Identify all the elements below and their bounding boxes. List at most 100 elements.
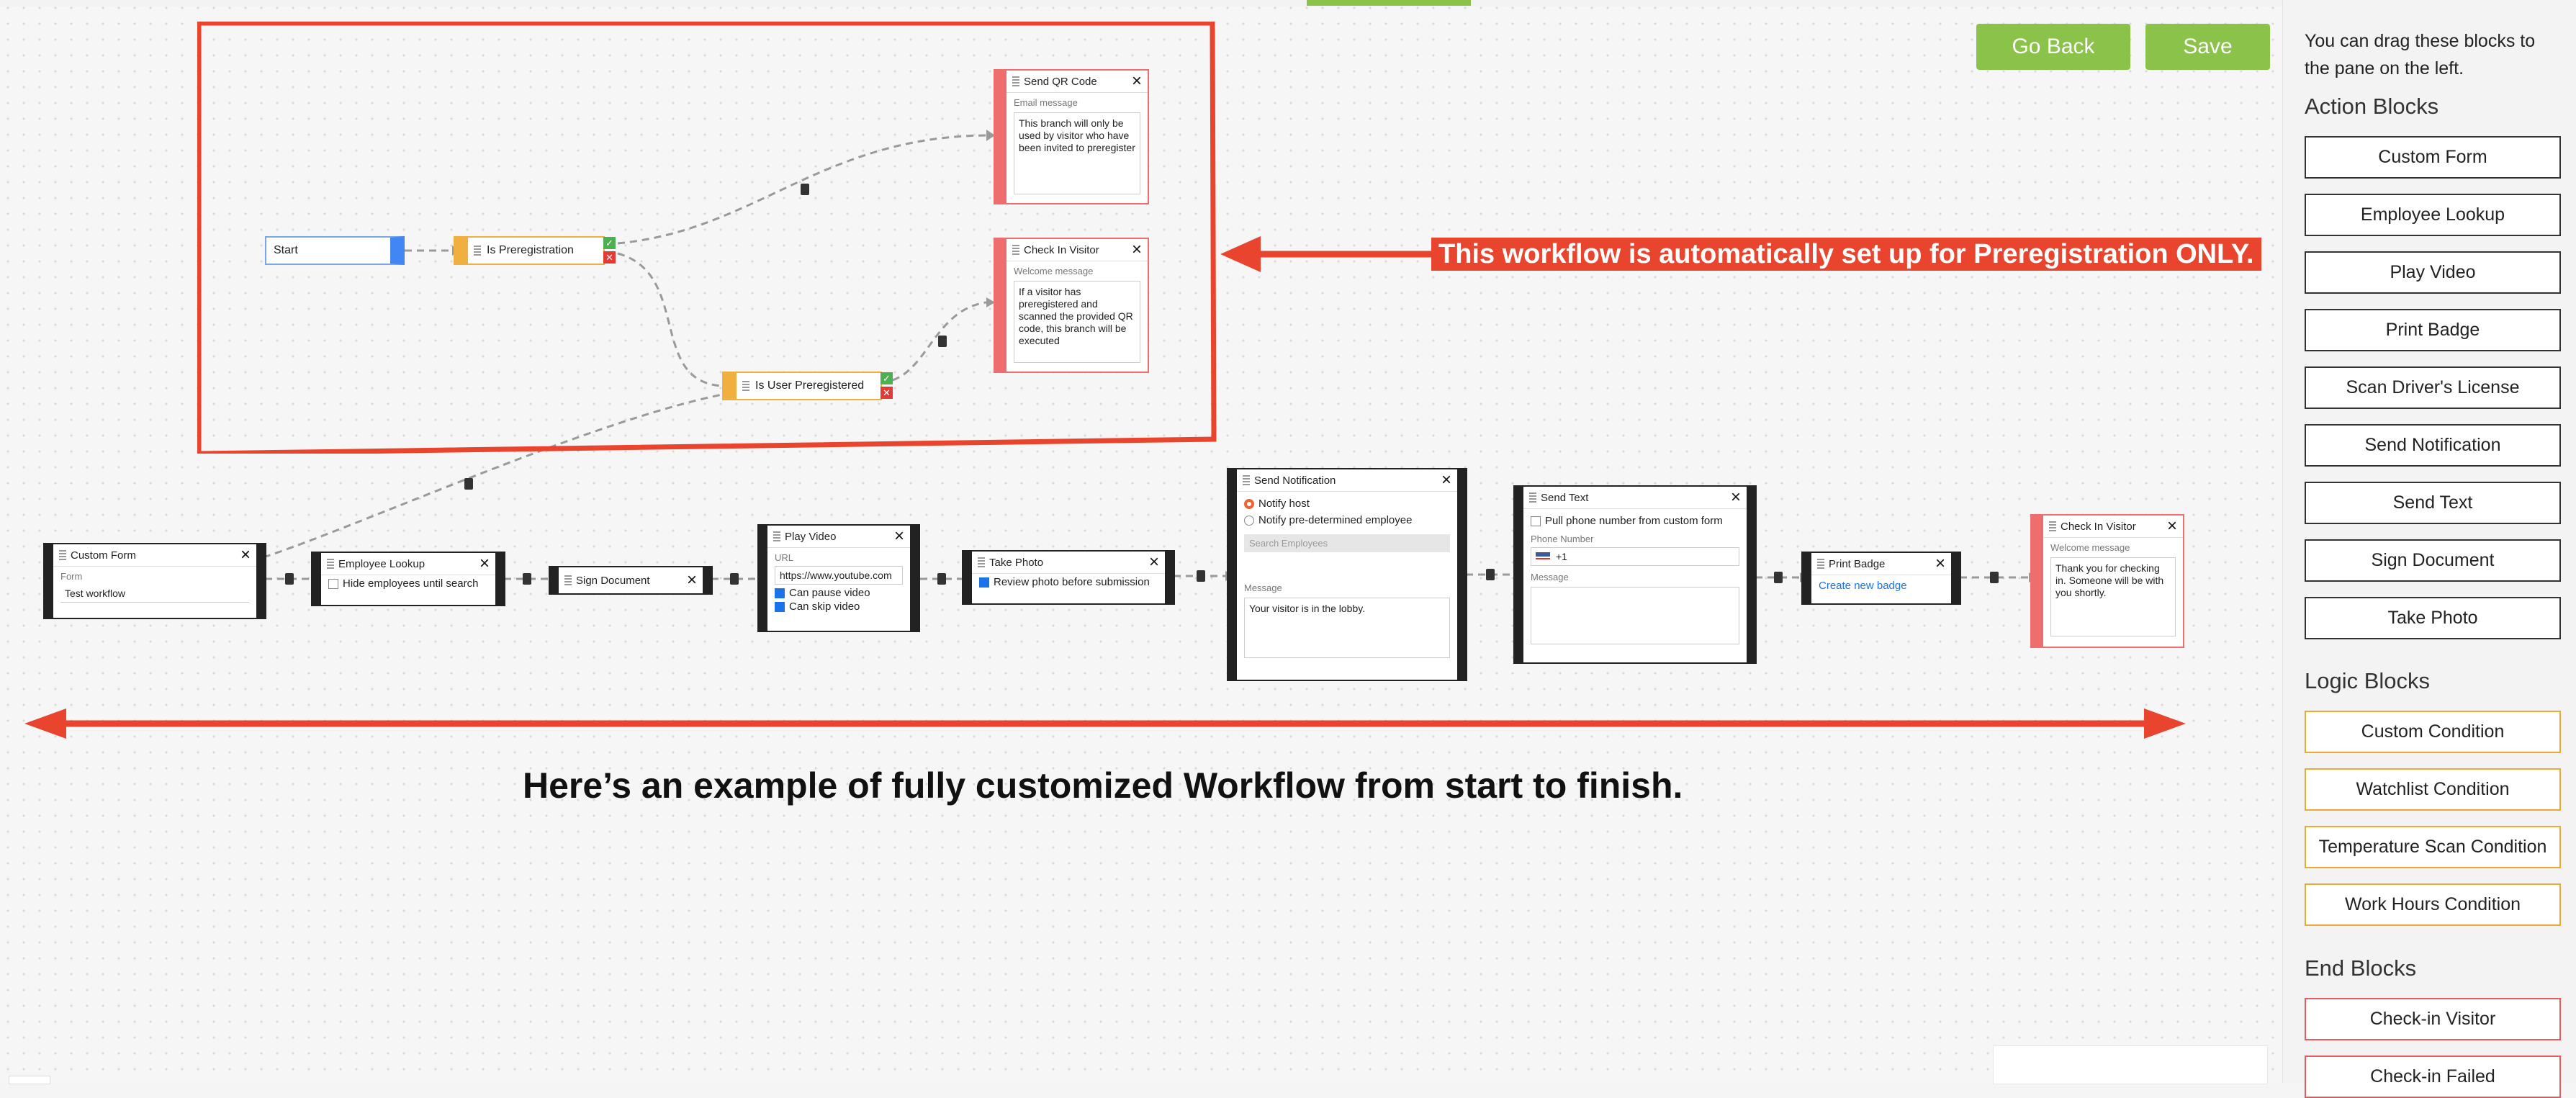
- close-icon[interactable]: ×: [893, 526, 904, 546]
- is-preregistration-node[interactable]: Is Preregistration: [454, 236, 605, 265]
- block-title: Custom Form: [71, 549, 136, 562]
- start-node[interactable]: Start: [265, 236, 405, 265]
- welcome-message-field[interactable]: If a visitor has preregistered and scann…: [1014, 281, 1140, 363]
- field-label: Welcome message: [1014, 266, 1094, 276]
- text-message-field[interactable]: [1531, 587, 1739, 644]
- action-blocks-heading: Action Blocks: [2305, 94, 2439, 119]
- field-label: Form: [60, 571, 83, 582]
- palette-play-video[interactable]: Play Video: [2305, 251, 2561, 294]
- phone-number-input[interactable]: +1: [1531, 547, 1739, 566]
- email-message-field[interactable]: This branch will only be used by visitor…: [1014, 112, 1140, 194]
- true-branch-icon[interactable]: ✓: [603, 237, 616, 249]
- save-button[interactable]: Save: [2145, 24, 2270, 70]
- search-employees-input[interactable]: Search Employees: [1244, 534, 1450, 552]
- close-icon[interactable]: ×: [240, 545, 251, 564]
- palette-custom-form[interactable]: Custom Form: [2305, 136, 2561, 179]
- drag-handle-icon[interactable]: [1243, 475, 1250, 485]
- notify-host-radio[interactable]: [1244, 498, 1254, 509]
- drag-handle-icon[interactable]: [773, 531, 780, 541]
- close-icon[interactable]: ×: [1730, 487, 1741, 507]
- field-label: Message: [1531, 572, 1569, 582]
- custom-form-block[interactable]: Custom Form × Form Test workflow: [43, 543, 266, 619]
- drag-handle-icon[interactable]: [327, 559, 334, 569]
- radio-label: Notify pre-determined employee: [1258, 514, 1413, 526]
- checkbox-label: Review photo before submission: [994, 576, 1150, 588]
- drag-handle-icon[interactable]: [1529, 492, 1536, 503]
- checkbox-label: Hide employees until search: [343, 577, 479, 590]
- block-title: Sign Document: [576, 574, 650, 587]
- canvas-top-bar: [0, 0, 2282, 6]
- close-icon[interactable]: ×: [1441, 470, 1451, 490]
- logic-blocks-heading: Logic Blocks: [2305, 668, 2431, 693]
- employee-lookup-block[interactable]: Employee Lookup× Hide employees until se…: [311, 552, 505, 606]
- drag-handle-icon[interactable]: [1817, 559, 1824, 569]
- palette-send-text[interactable]: Send Text: [2305, 482, 2561, 524]
- palette-send-notification[interactable]: Send Notification: [2305, 424, 2561, 467]
- is-preregistration-label: Is Preregistration: [487, 244, 574, 256]
- minimap[interactable]: [1993, 1045, 2268, 1084]
- video-url-input[interactable]: https://www.youtube.com: [775, 566, 903, 585]
- notification-message-field[interactable]: Your visitor is in the lobby.: [1244, 598, 1450, 658]
- field-label: Message: [1244, 582, 1282, 593]
- close-icon[interactable]: ×: [479, 554, 490, 573]
- check-in-visitor-block[interactable]: Check In Visitor× Welcome message Thank …: [2030, 514, 2184, 648]
- palette-work-hours-condition[interactable]: Work Hours Condition: [2305, 883, 2561, 926]
- is-user-preregistered-node[interactable]: Is User Preregistered: [722, 372, 882, 400]
- banner-arrow-icon: [1220, 236, 1433, 272]
- palette-custom-condition[interactable]: Custom Condition: [2305, 711, 2561, 753]
- send-notification-block[interactable]: Send Notification× Notify host Notify pr…: [1227, 468, 1467, 681]
- check-in-visitor-block[interactable]: Check In Visitor × Welcome message If a v…: [994, 238, 1149, 373]
- create-badge-link[interactable]: Create new badge: [1819, 580, 1907, 592]
- phone-code: +1: [1556, 551, 1567, 562]
- workflow-caption: Here’s an example of fully customized Wo…: [523, 765, 1683, 806]
- palette-sign-document[interactable]: Sign Document: [2305, 539, 2561, 582]
- palette-help-text: You can drag these blocks to the pane on…: [2305, 31, 2536, 78]
- drag-handle-icon[interactable]: [978, 557, 985, 567]
- palette-employee-lookup[interactable]: Employee Lookup: [2305, 194, 2561, 236]
- palette-print-badge[interactable]: Print Badge: [2305, 309, 2561, 351]
- block-title: Check In Visitor: [1024, 243, 1099, 256]
- false-branch-icon[interactable]: ✕: [881, 387, 893, 399]
- canvas-control[interactable]: [9, 1076, 50, 1084]
- send-text-block[interactable]: Send Text× Pull phone number from custom…: [1513, 485, 1757, 664]
- review-photo-checkbox[interactable]: [979, 577, 989, 588]
- can-pause-checkbox[interactable]: [775, 588, 785, 598]
- close-icon[interactable]: ×: [2166, 516, 2177, 536]
- go-back-button[interactable]: Go Back: [1976, 24, 2130, 70]
- print-badge-block[interactable]: Print Badge× Create new badge: [1801, 552, 1961, 605]
- palette-check-in-failed[interactable]: Check-in Failed: [2305, 1056, 2561, 1098]
- checkbox-label: Can skip video: [789, 600, 860, 613]
- us-flag-icon[interactable]: [1536, 552, 1550, 561]
- drag-handle-icon[interactable]: [59, 550, 66, 560]
- drag-handle-icon[interactable]: [564, 575, 572, 585]
- welcome-message-field[interactable]: Thank you for checking in. Someone will …: [2050, 557, 2176, 636]
- drag-handle-icon[interactable]: [742, 381, 749, 391]
- close-icon[interactable]: ×: [686, 570, 697, 590]
- close-icon[interactable]: ×: [1131, 71, 1142, 91]
- send-qr-code-block[interactable]: Send QR Code× Email message This branch …: [994, 69, 1149, 204]
- close-icon[interactable]: ×: [1131, 240, 1142, 259]
- notify-employee-radio[interactable]: [1244, 515, 1254, 526]
- false-branch-icon[interactable]: ✕: [603, 251, 616, 264]
- palette-scan-drivers-license[interactable]: Scan Driver's License: [2305, 366, 2561, 409]
- play-video-block[interactable]: Play Video× URL https://www.youtube.com …: [757, 524, 920, 632]
- can-skip-checkbox[interactable]: [775, 601, 785, 612]
- sign-document-block[interactable]: Sign Document ×: [549, 566, 713, 595]
- palette-temperature-scan-condition[interactable]: Temperature Scan Condition: [2305, 826, 2561, 868]
- true-branch-icon[interactable]: ✓: [881, 372, 893, 384]
- drag-handle-icon[interactable]: [474, 246, 481, 256]
- close-icon[interactable]: ×: [1935, 554, 1945, 573]
- drag-handle-icon[interactable]: [1012, 76, 1019, 86]
- palette-take-photo[interactable]: Take Photo: [2305, 597, 2561, 639]
- hide-employees-checkbox[interactable]: [328, 578, 338, 589]
- close-icon[interactable]: ×: [1148, 552, 1159, 572]
- palette-check-in-visitor[interactable]: Check-in Visitor: [2305, 998, 2561, 1040]
- take-photo-block[interactable]: Take Photo× Review photo before submissi…: [962, 550, 1175, 605]
- form-select[interactable]: Test workflow: [60, 585, 249, 603]
- palette-watchlist-condition[interactable]: Watchlist Condition: [2305, 768, 2561, 811]
- block-title: Send Notification: [1254, 474, 1336, 487]
- pull-phone-checkbox[interactable]: [1531, 516, 1541, 526]
- drag-handle-icon[interactable]: [1012, 245, 1019, 255]
- drag-handle-icon[interactable]: [2049, 521, 2056, 531]
- block-title: Play Video: [785, 530, 837, 543]
